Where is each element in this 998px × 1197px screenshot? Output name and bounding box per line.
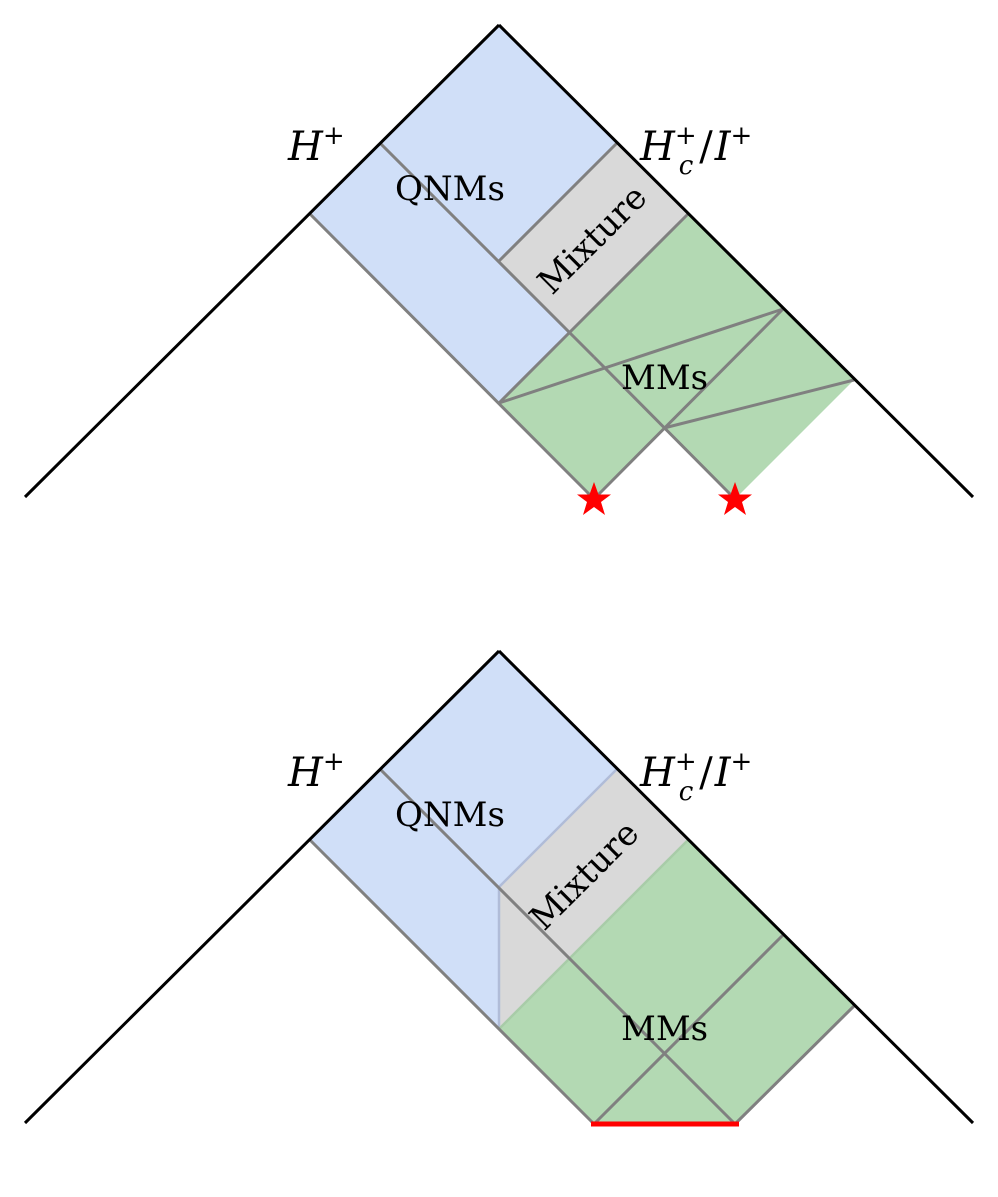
grid-line [663, 378, 855, 430]
grid-line [568, 212, 690, 334]
grid-line [308, 212, 596, 501]
cosmo-label-sup: + [675, 121, 697, 151]
scri-label-main: I [714, 124, 732, 170]
cosmo-label-slash: / [699, 750, 713, 796]
scri-label-sup: + [731, 747, 753, 777]
mms-label: MMs [621, 1009, 708, 1049]
cosmo-label-main: H [639, 750, 676, 796]
cosmo-label-slash: / [699, 124, 713, 170]
event-horizon-line [23, 649, 501, 1125]
mixture-region [499, 769, 688, 1029]
region-edge [498, 768, 618, 888]
mms-label: MMs [621, 358, 708, 398]
cosmo-horizon-label: H+c/I+ [639, 747, 752, 807]
mixture-region [499, 143, 688, 332]
grid-line [497, 141, 619, 263]
grid-line [308, 838, 596, 1126]
boundaries [23, 649, 975, 1125]
qnm-region [310, 25, 617, 403]
cosmological-horizon-line [497, 649, 975, 1125]
grid-lines [308, 767, 856, 1126]
panel-bottom: H+ H+c/I+ QNMs Mixture MMs [23, 649, 975, 1127]
horizon-label-sup: + [323, 747, 345, 777]
cosmo-label-sub: c [679, 777, 694, 807]
grid-line [592, 933, 785, 1126]
grid-line [733, 1004, 856, 1126]
horizon-label: H+ [287, 121, 345, 170]
cosmo-horizon-label: H+c/I+ [639, 121, 752, 181]
grid-line [592, 307, 785, 501]
cosmo-label-main: H [639, 124, 676, 170]
mm-region [499, 214, 854, 499]
scri-label-sup: + [731, 121, 753, 151]
region-boundaries [497, 768, 689, 1030]
event-horizon-line [23, 23, 501, 499]
scri-label-main: I [714, 750, 732, 796]
grid-line [378, 141, 596, 359]
qnms-label: QNMs [395, 795, 505, 835]
grid-line [378, 767, 737, 1126]
source-star-right [718, 482, 752, 515]
qnms-label: QNMs [395, 169, 505, 209]
qnm-region [310, 651, 617, 1029]
horizon-label-sup: + [323, 121, 345, 151]
source-star-left [577, 482, 611, 515]
boundaries [23, 23, 975, 499]
grid-line [498, 307, 784, 405]
cosmological-horizon-line [497, 23, 975, 499]
grid-line [497, 330, 572, 405]
grid-lines [308, 141, 855, 501]
horizon-label-main: H [287, 124, 324, 170]
horizon-label-main: H [287, 750, 324, 796]
panel-top: H+ H+c/I+ QNMs Mixture MMs [23, 23, 975, 515]
cosmo-label-sup: + [675, 747, 697, 777]
region-edge [498, 839, 689, 1030]
cosmo-label-sub: c [679, 151, 694, 181]
mm-region [499, 840, 854, 1124]
horizon-label: H+ [287, 747, 345, 796]
